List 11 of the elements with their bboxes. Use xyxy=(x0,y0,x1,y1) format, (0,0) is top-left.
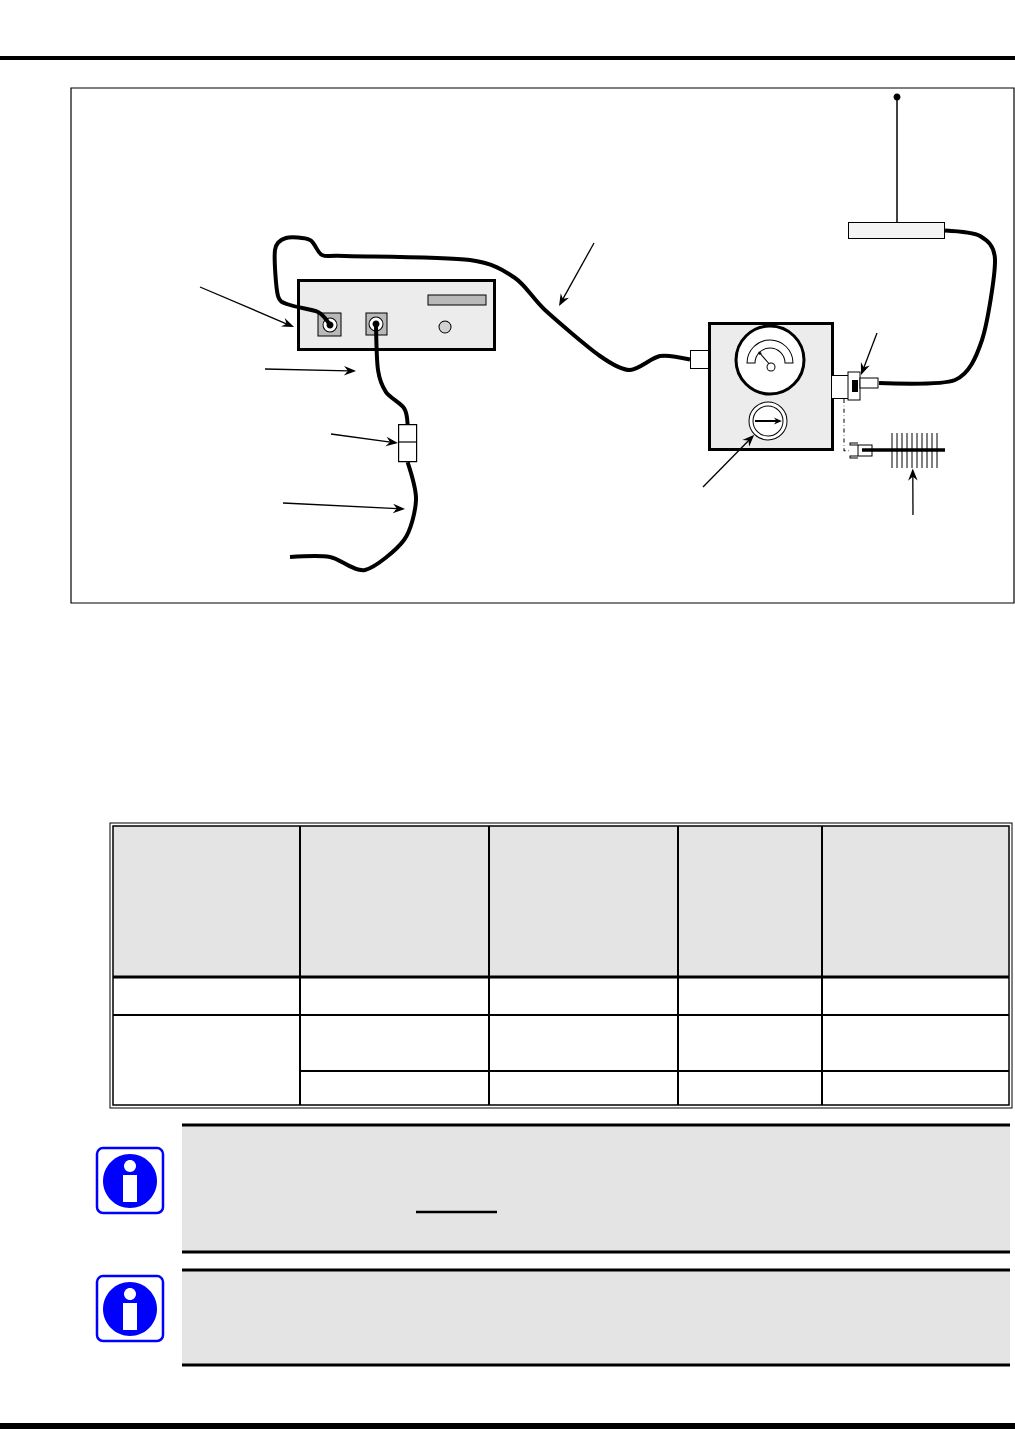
cable xyxy=(289,461,418,573)
cable xyxy=(374,324,410,425)
dial-knob xyxy=(748,401,788,441)
radio-drawing xyxy=(297,279,496,351)
output-connector xyxy=(831,371,879,401)
cable xyxy=(878,228,997,386)
dummy-load-drawing xyxy=(849,432,945,469)
inline-adapter xyxy=(397,424,418,463)
antenna-drawing xyxy=(848,93,945,239)
wattmeter-drawing xyxy=(708,322,834,451)
input-connector xyxy=(690,350,709,369)
